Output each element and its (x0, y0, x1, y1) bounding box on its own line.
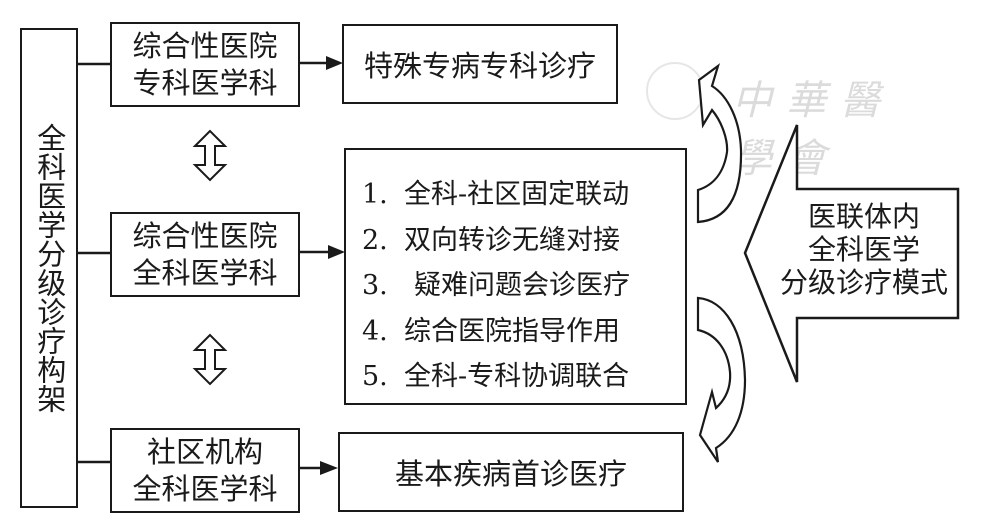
level-line2: 专科医学科 (132, 65, 278, 100)
outcome-box-specialty: 特殊专病专科诊疗 (342, 24, 618, 104)
framework-box: 全科医学分级诊疗构架 (20, 28, 78, 508)
arrowhead-icon (320, 461, 338, 475)
level-line2: 全科医学科 (132, 255, 278, 290)
level-line1: 社区机构 (146, 434, 263, 469)
mechanism-item: 2.双向转诊无缝对接 (362, 224, 620, 256)
model-label: 医联体内 全科医学 分级诊疗模式 (764, 200, 964, 299)
double-arrow-icon (192, 129, 228, 182)
framework-label: 全科医学分级诊疗构架 (32, 123, 67, 413)
mechanisms-box: 1.全科-社区固定联动 2.双向转诊无缝对接 3.疑难问题会诊医疗 4.综合医院… (344, 148, 687, 405)
mechanism-item: 5.全科-专科协调联合 (362, 361, 630, 392)
model-line2: 全科医学 (807, 233, 920, 266)
curved-arrow-down-icon (696, 296, 747, 463)
mechanism-item: 3.疑难问题会诊医疗 (362, 270, 630, 301)
curved-arrow-up-icon (696, 63, 743, 224)
level-line2: 全科医学科 (132, 471, 278, 506)
arrowhead-icon (328, 245, 345, 259)
level-box-community: 社区机构 全科医学科 (110, 428, 300, 513)
model-line3: 分级诊疗模式 (779, 266, 948, 299)
outcome-label: 基本疾病首诊医疗 (394, 457, 627, 491)
outcome-label: 特殊专病专科诊疗 (363, 49, 596, 83)
level-line1: 综合性医院 (132, 28, 278, 63)
level-box-general-hospital: 综合性医院 全科医学科 (110, 212, 300, 297)
mechanism-item: 1.全科-社区固定联动 (362, 179, 630, 210)
level-line1: 综合性医院 (132, 218, 278, 253)
level-box-specialty-hospital: 综合性医院 专科医学科 (110, 22, 300, 107)
model-line1: 医联体内 (807, 200, 920, 233)
mechanism-item: 4.综合医院指导作用 (362, 315, 620, 347)
outcome-box-basic: 基本疾病首诊医疗 (338, 432, 684, 512)
model-block-arrow (743, 124, 960, 383)
double-arrow-icon (192, 333, 228, 386)
arrowhead-icon (326, 56, 343, 70)
